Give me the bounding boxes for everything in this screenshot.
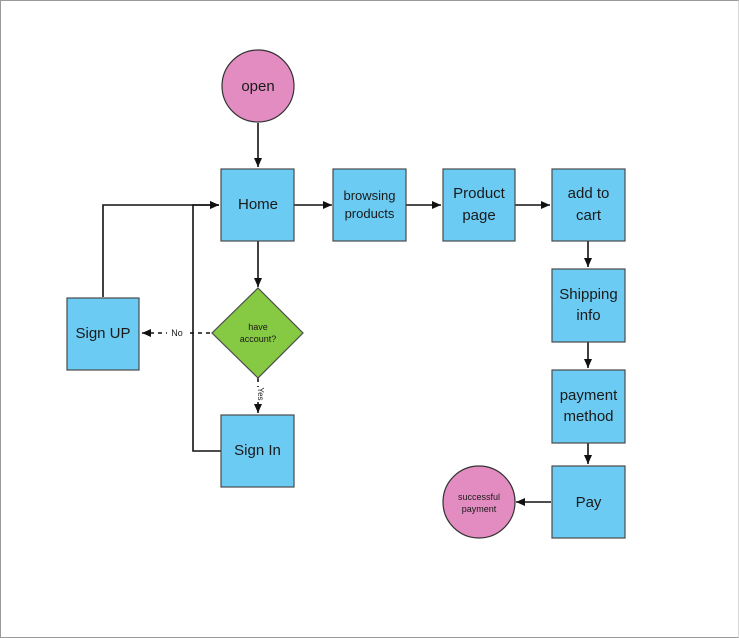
node-successful-payment: successful payment [442,465,516,539]
node-open-label: open [241,78,274,95]
node-payment-label-2: method [563,408,613,425]
node-product-label-2: page [462,207,495,224]
node-success-label-1: successful [458,492,500,502]
node-shipping-label-2: info [576,307,600,324]
no-label-bg [167,326,187,339]
node-payment-label-1: payment [560,387,618,404]
edge-signup-home [102,201,219,297]
node-sign-in: Sign In [220,414,295,488]
node-browsing-label-2: products [345,206,395,221]
node-add-to-cart: add to cart [551,168,626,242]
node-pay: Pay [551,465,626,539]
node-browsing-label-1: browsing [343,188,395,203]
node-have-label-1: have [248,322,268,332]
node-shipping-info: Shipping info [551,268,626,343]
yes-label-bg [251,387,265,401]
node-payment-method: payment method [551,369,626,444]
node-sign-up: Sign UP [66,297,140,371]
edge-label-no: No [171,328,183,338]
edges [102,123,592,506]
node-pay-label: Pay [576,494,602,511]
node-home: Home [220,168,295,242]
node-browsing-products: browsing products [332,168,407,242]
node-cart-label-2: cart [576,207,602,224]
node-product-page: Product page [442,168,516,242]
node-have-label-2: account? [240,334,277,344]
node-success-label-2: payment [462,504,497,514]
node-cart-label-1: add to [568,185,610,202]
edge-signin-home [192,201,221,452]
node-product-label-1: Product [453,185,506,202]
node-open: open [221,49,295,123]
node-signup-label: Sign UP [75,325,130,342]
node-signin-label: Sign In [234,442,281,459]
node-home-label: Home [238,196,278,213]
edge-label-yes: Yes [256,387,265,400]
node-have-account: have account? [211,287,304,379]
node-shipping-label-1: Shipping [559,286,617,303]
